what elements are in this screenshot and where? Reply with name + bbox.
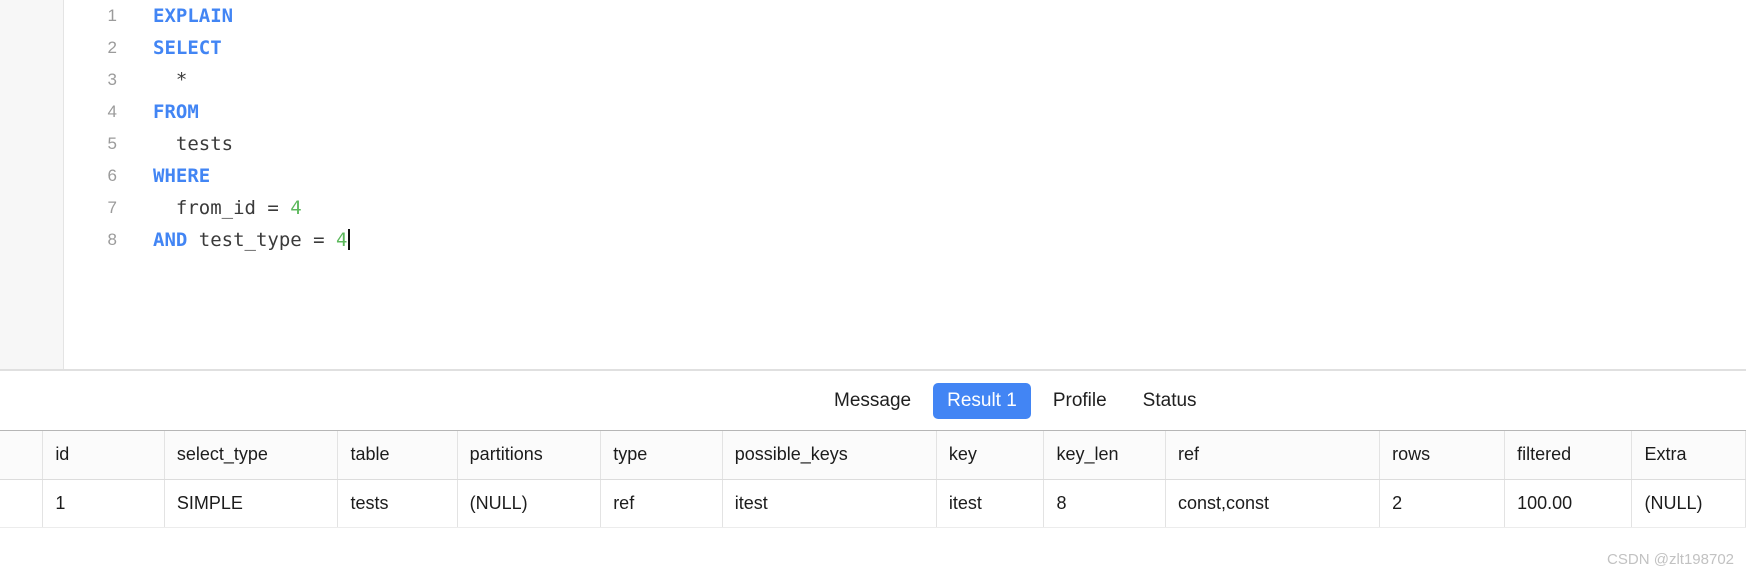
code-token-kw: FROM — [153, 101, 199, 123]
watermark-text: CSDN @zlt198702 — [1607, 551, 1734, 568]
cell-rows[interactable]: 2 — [1379, 479, 1506, 528]
text-cursor — [347, 229, 350, 250]
line-number: 5 — [107, 134, 117, 153]
code-line-text: AND test_type = 4 — [153, 224, 350, 256]
code-line[interactable]: 6 WHERE — [65, 160, 1746, 192]
code-line[interactable]: 7 from_id = 4 — [65, 192, 1746, 224]
column-header-select_type[interactable]: select_type — [164, 431, 339, 480]
code-token-plain: tests — [153, 133, 234, 155]
cell-id[interactable]: 1 — [42, 479, 165, 528]
row-gutter-header — [0, 431, 44, 480]
code-line[interactable]: 1 EXPLAIN — [65, 0, 1746, 32]
code-line[interactable]: 3 * — [65, 64, 1746, 96]
cell-partitions[interactable]: (NULL) — [457, 479, 602, 528]
code-line-text: WHERE — [153, 160, 210, 192]
tab-profile[interactable]: Profile — [1052, 389, 1107, 411]
code-line[interactable]: 2 SELECT — [65, 32, 1746, 64]
sql-editor-pane[interactable]: 1 EXPLAIN 2 SELECT 3 * 4 FROM 5 tests 6 WHERE 7 fr… — [0, 0, 1746, 369]
line-number: 2 — [107, 38, 117, 57]
column-header-Extra[interactable]: Extra — [1631, 431, 1746, 480]
code-line-text: FROM — [153, 96, 199, 128]
cell-filtered[interactable]: 100.00 — [1504, 479, 1633, 528]
code-token-kw: SELECT — [153, 37, 222, 59]
line-number: 4 — [107, 102, 117, 121]
code-token-kw: EXPLAIN — [153, 5, 234, 27]
tab-result-1[interactable]: Result 1 — [933, 382, 1031, 419]
line-number: 7 — [107, 198, 117, 217]
line-number: 3 — [107, 70, 117, 89]
code-line-text: * — [153, 64, 187, 96]
column-header-table[interactable]: table — [337, 431, 458, 480]
code-line-text: SELECT — [153, 32, 222, 64]
code-token-kw: WHERE — [153, 165, 211, 187]
row-gutter-cell[interactable] — [0, 479, 44, 528]
column-header-filtered[interactable]: filtered — [1504, 431, 1633, 480]
cell-key_len[interactable]: 8 — [1043, 479, 1167, 528]
code-token-plain: from_id = — [153, 197, 291, 219]
column-header-rows[interactable]: rows — [1379, 431, 1506, 480]
column-header-type[interactable]: type — [600, 431, 723, 480]
sql-code-area[interactable]: 1 EXPLAIN 2 SELECT 3 * 4 FROM 5 tests 6 WHERE 7 fr… — [65, 0, 1746, 369]
column-header-id[interactable]: id — [42, 431, 165, 480]
cell-ref[interactable]: const,const — [1165, 479, 1381, 528]
code-line-text: from_id = 4 — [153, 192, 302, 224]
code-line-text: tests — [153, 128, 233, 160]
code-token-plain: * — [153, 69, 188, 91]
code-line[interactable]: 4 FROM — [65, 96, 1746, 128]
cell-Extra[interactable]: (NULL) — [1631, 479, 1746, 528]
pane-divider[interactable] — [0, 369, 1746, 371]
line-number: 8 — [107, 230, 117, 249]
code-token-num: 4 — [290, 197, 302, 219]
tab-message[interactable]: Message — [834, 389, 912, 411]
code-token-num: 4 — [336, 229, 348, 251]
code-token-plain: test_type = — [187, 229, 337, 251]
line-number: 1 — [107, 6, 117, 25]
code-line[interactable]: 5 tests — [65, 128, 1746, 160]
column-header-key_len[interactable]: key_len — [1043, 431, 1167, 480]
cell-possible_keys[interactable]: itest — [722, 479, 937, 528]
tab-status[interactable]: Status — [1142, 389, 1197, 411]
column-header-partitions[interactable]: partitions — [457, 431, 602, 480]
column-header-possible_keys[interactable]: possible_keys — [722, 431, 937, 480]
column-header-ref[interactable]: ref — [1165, 431, 1381, 480]
cell-table[interactable]: tests — [337, 479, 458, 528]
code-line-text: EXPLAIN — [153, 0, 233, 32]
line-number: 6 — [107, 166, 117, 185]
column-header-key[interactable]: key — [936, 431, 1045, 480]
editor-line-number-gutter — [0, 0, 64, 369]
cell-type[interactable]: ref — [600, 479, 723, 528]
result-tab-bar: Message Result 1 Profile Status — [0, 371, 1746, 430]
cell-key[interactable]: itest — [936, 479, 1045, 528]
code-token-kw: AND — [153, 229, 188, 251]
code-line[interactable]: 8 AND test_type = 4 — [65, 224, 1746, 256]
cell-select_type[interactable]: SIMPLE — [164, 479, 339, 528]
